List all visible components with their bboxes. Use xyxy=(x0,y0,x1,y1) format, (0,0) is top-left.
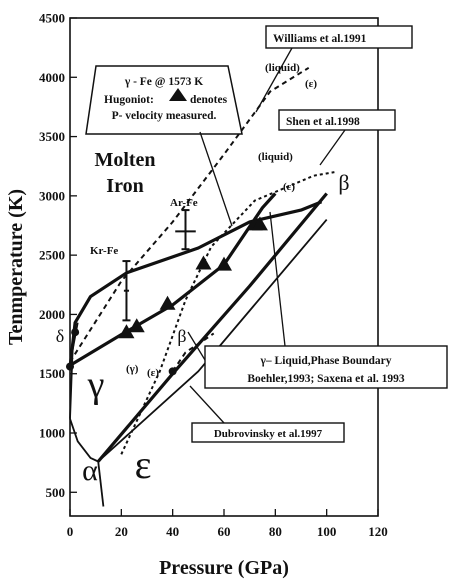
axes: 500 1000 1500 2000 2500 3000 3500 4000 4500 0 20 40… xyxy=(5,11,388,580)
leader-line xyxy=(189,385,225,424)
box-dubrovinsky xyxy=(191,422,345,443)
x-tick-label: 100 xyxy=(317,524,337,539)
y-tick-label: 2000 xyxy=(39,307,65,322)
triangle-marker xyxy=(216,256,232,271)
box-williams xyxy=(265,25,413,49)
y-tick-label: 1500 xyxy=(39,366,65,381)
label-williams-eps: (ε) xyxy=(305,78,317,90)
phase-label-beta-small: β xyxy=(177,326,186,346)
x-tick-label: 40 xyxy=(166,524,179,539)
y-tick-label: 4500 xyxy=(39,11,65,26)
series-line-4 xyxy=(69,418,99,463)
label-dubrovinsky: Dubrovinsky et al.1997 xyxy=(214,428,323,440)
triangle-marker xyxy=(118,324,135,339)
series-line-6 xyxy=(96,192,328,463)
label-kr-fe: Kr-Fe xyxy=(90,245,118,257)
circle-marker xyxy=(71,328,80,337)
phase-label-iron: Iron xyxy=(106,175,143,197)
box-shen xyxy=(278,109,396,131)
series-line-10 xyxy=(171,332,215,372)
triangle-marker xyxy=(159,295,176,310)
phase-label-gamma: γ xyxy=(87,364,105,406)
y-tick-label: 500 xyxy=(46,485,66,500)
x-tick-label: 0 xyxy=(67,524,74,539)
circle-marker xyxy=(66,362,74,371)
label-shen-eps: (ε) xyxy=(283,181,295,193)
series-line-5 xyxy=(97,461,105,507)
label-williams: Williams et al.1991 xyxy=(273,33,367,45)
x-tick-label: 60 xyxy=(218,524,231,539)
label-shen: Shen et al.1998 xyxy=(286,116,360,128)
label-eps-paren: (ε) xyxy=(147,367,159,379)
leader-line xyxy=(187,331,206,361)
y-tick-label: 3000 xyxy=(39,188,65,203)
y-tick-label: 3500 xyxy=(39,129,65,144)
series-line-1 xyxy=(68,200,323,368)
label-boehler-1: γ– Liquid,Phase Boundary xyxy=(260,355,392,367)
phase-label-epsilon: ε xyxy=(135,442,152,487)
y-axis-title: Tenmperature (K) xyxy=(5,189,27,345)
series-line-8 xyxy=(69,66,310,363)
phase-label-beta: β xyxy=(338,170,349,195)
triangle-marker xyxy=(195,255,212,270)
y-tick-label: 2500 xyxy=(39,248,65,263)
box-gamma-fe xyxy=(85,65,243,135)
x-tick-label: 120 xyxy=(368,524,388,539)
markers-layer xyxy=(66,209,268,376)
label-gamma-box-1: γ - Fe @ 1573 K xyxy=(124,76,203,88)
leader-line xyxy=(199,131,233,227)
box-boehler xyxy=(204,345,448,389)
label-gamma-box-2: Hugoniot: xyxy=(104,94,154,106)
leader-line xyxy=(269,211,286,347)
triangle-legend-marker xyxy=(169,88,187,101)
label-gamma-box-3: P- velocity measured. xyxy=(112,110,217,122)
triangle-marker xyxy=(251,216,268,231)
series-line-9 xyxy=(120,171,335,455)
phase-label-delta: δ xyxy=(56,326,64,346)
x-tick-label: 80 xyxy=(269,524,282,539)
phase-label-alpha: α xyxy=(82,454,98,487)
circle-marker xyxy=(168,367,177,376)
label-ar-fe: Ar-Fe xyxy=(170,197,198,209)
y-tick-label: 1000 xyxy=(39,426,65,441)
series-line-2 xyxy=(69,192,277,367)
x-axis-title: Pressure (GPa) xyxy=(159,557,289,579)
leader-line xyxy=(255,47,293,113)
label-boehler-2: Boehler,1993; Saxena et al. 1993 xyxy=(247,373,405,385)
label-gamma-paren: (γ) xyxy=(126,363,139,375)
y-tick-label: 4000 xyxy=(39,70,65,85)
label-gamma-box-2b: denotes xyxy=(190,94,228,106)
leader-line xyxy=(319,129,346,166)
triangle-marker xyxy=(128,318,145,333)
series-layer xyxy=(68,66,335,507)
label-shen-liquid: (liquid) xyxy=(258,151,293,163)
label-williams-liquid: (liquid) xyxy=(265,62,300,74)
x-tick-label: 20 xyxy=(115,524,128,539)
phase-label-molten: Molten xyxy=(94,149,155,171)
